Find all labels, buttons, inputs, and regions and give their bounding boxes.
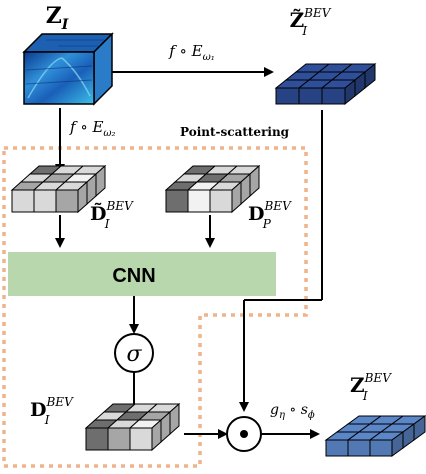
z-i-label: ZI — [46, 3, 69, 33]
image-depth-bev-block — [10, 164, 107, 214]
block-side-cell — [249, 164, 260, 198]
block-front-cell — [11, 189, 35, 213]
block-front-cell — [33, 189, 57, 213]
image-depth-prob-block — [84, 402, 181, 452]
edge-label-bottom: gη ∘ sϕ — [270, 402, 315, 421]
block-front-cell — [298, 87, 323, 105]
edge-label-top: f ∘ Eω₁ — [168, 42, 215, 63]
block-side-cell — [95, 164, 106, 198]
edge-label-left: f ∘ Eω₂ — [69, 118, 116, 139]
block-front-cell — [107, 427, 131, 451]
point-depth-bev-block — [164, 164, 261, 214]
sigma-label: σ — [126, 342, 142, 367]
point-scattering-region — [2, 146, 308, 468]
block-front-cell — [321, 87, 346, 105]
cnn-box — [8, 252, 276, 296]
block-front-cell — [369, 439, 393, 457]
point-scattering-label: Point-scattering — [180, 125, 290, 139]
block-side-cell — [413, 415, 426, 441]
block-front-cell — [85, 427, 109, 451]
final-image-bev-block — [324, 415, 426, 457]
image-bev-feature-block — [274, 62, 377, 106]
block-front-cell — [347, 439, 371, 457]
hadamard-dot — [240, 430, 248, 438]
image-feature-volume — [22, 32, 114, 106]
block-side-cell — [364, 62, 376, 90]
block-front-cell — [129, 427, 153, 451]
block-front-cell — [325, 439, 349, 457]
block-side-cell — [169, 402, 180, 436]
block-front-cell — [275, 87, 300, 105]
block-front-cell — [165, 189, 189, 213]
cnn-label: CNN — [112, 265, 155, 287]
block-front-cell — [55, 189, 79, 213]
block-front-cell — [209, 189, 233, 213]
block-front-cell — [187, 189, 211, 213]
